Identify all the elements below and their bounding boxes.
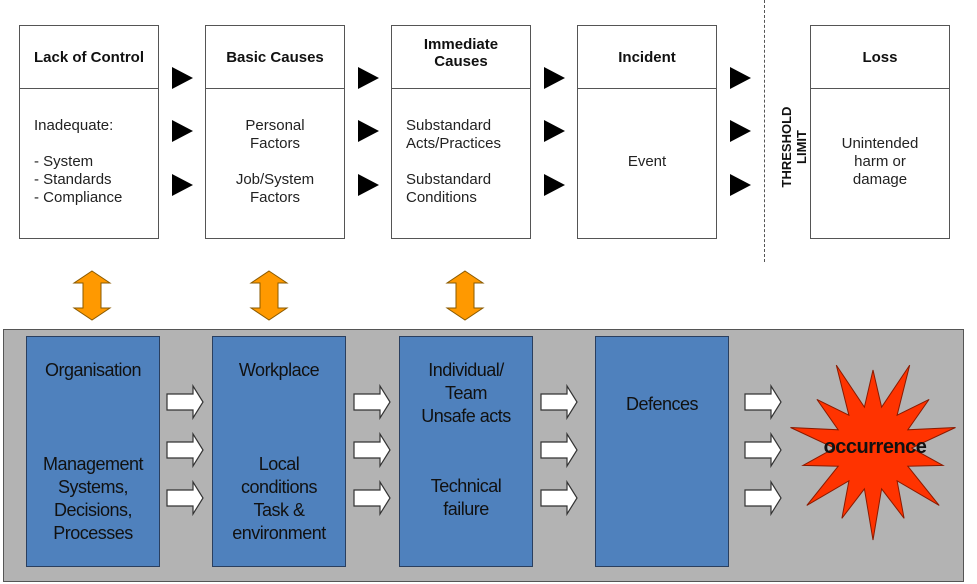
white-arrow-icon — [744, 383, 782, 421]
box-text: Inadequate: — [34, 117, 114, 134]
black-arrow-icon — [730, 67, 751, 89]
box-text: Job/System Factors — [235, 171, 315, 206]
box-individual-team: Individual/ Team Unsafe acts Technical f… — [399, 336, 533, 567]
white-arrow-icon — [744, 479, 782, 517]
box-immediate-causes: Immediate Causes Substandard Acts/Practi… — [391, 25, 531, 239]
white-arrow-icon — [353, 431, 391, 469]
white-arrow-icon — [540, 479, 578, 517]
box-text: Substandard Acts/Practices — [406, 117, 502, 152]
box-text: Substandard Conditions — [406, 171, 492, 206]
orange-double-arrow-icon — [249, 270, 289, 321]
box-text: Individual/ Team Unsafe acts — [421, 360, 511, 426]
box-text: Defences — [625, 394, 699, 414]
box-title: Basic Causes — [206, 26, 344, 89]
white-arrow-icon — [166, 383, 204, 421]
box-text: Organisation — [44, 360, 142, 380]
black-arrow-icon — [172, 67, 193, 89]
white-arrow-icon — [166, 479, 204, 517]
black-arrow-icon — [544, 120, 565, 142]
box-text: Event — [627, 153, 667, 170]
black-arrow-icon — [172, 120, 193, 142]
box-title: Incident — [578, 26, 716, 89]
black-arrow-icon — [544, 174, 565, 196]
black-arrow-icon — [358, 67, 379, 89]
orange-arrows — [72, 270, 485, 321]
orange-double-arrow-icon — [72, 270, 112, 321]
box-text: Technical failure — [430, 476, 502, 519]
threshold-line — [764, 0, 765, 262]
box-text: Unintended harm or damage — [841, 135, 919, 188]
box-text: Workplace — [238, 360, 320, 380]
box-defences: Defences — [595, 336, 729, 567]
box-loss: Loss Unintended harm or damage — [810, 25, 950, 239]
box-text: Personal Factors — [245, 117, 305, 152]
box-incident: Incident Event — [577, 25, 717, 239]
box-title: Lack of Control — [20, 26, 158, 89]
box-workplace: Workplace Local conditions Task & enviro… — [212, 336, 346, 567]
black-arrow-icon — [358, 174, 379, 196]
black-arrow-icon — [730, 174, 751, 196]
box-lack-of-control: Lack of Control Inadequate: - System - S… — [19, 25, 159, 239]
white-arrow-icon — [744, 431, 782, 469]
white-arrow-icon — [540, 431, 578, 469]
box-title: Loss — [811, 26, 949, 89]
occurrence-label: occurrence — [823, 436, 927, 458]
white-arrow-icon — [540, 383, 578, 421]
orange-double-arrow-icon — [445, 270, 485, 321]
box-title: Immediate Causes — [392, 26, 530, 89]
black-arrow-icon — [172, 174, 193, 196]
box-text: Local conditions Task & environment — [232, 454, 326, 543]
black-arrow-icon — [544, 67, 565, 89]
box-text: - System - Standards - Compliance — [34, 153, 123, 206]
box-basic-causes: Basic Causes Personal Factors Job/System… — [205, 25, 345, 239]
white-arrow-icon — [353, 383, 391, 421]
white-arrow-icon — [353, 479, 391, 517]
white-arrow-icon — [166, 431, 204, 469]
box-text: Management Systems, Decisions, Processes — [42, 454, 144, 543]
black-arrow-icon — [730, 120, 751, 142]
black-arrow-icon — [358, 120, 379, 142]
box-organisation: Organisation Management Systems, Decisio… — [26, 336, 160, 567]
